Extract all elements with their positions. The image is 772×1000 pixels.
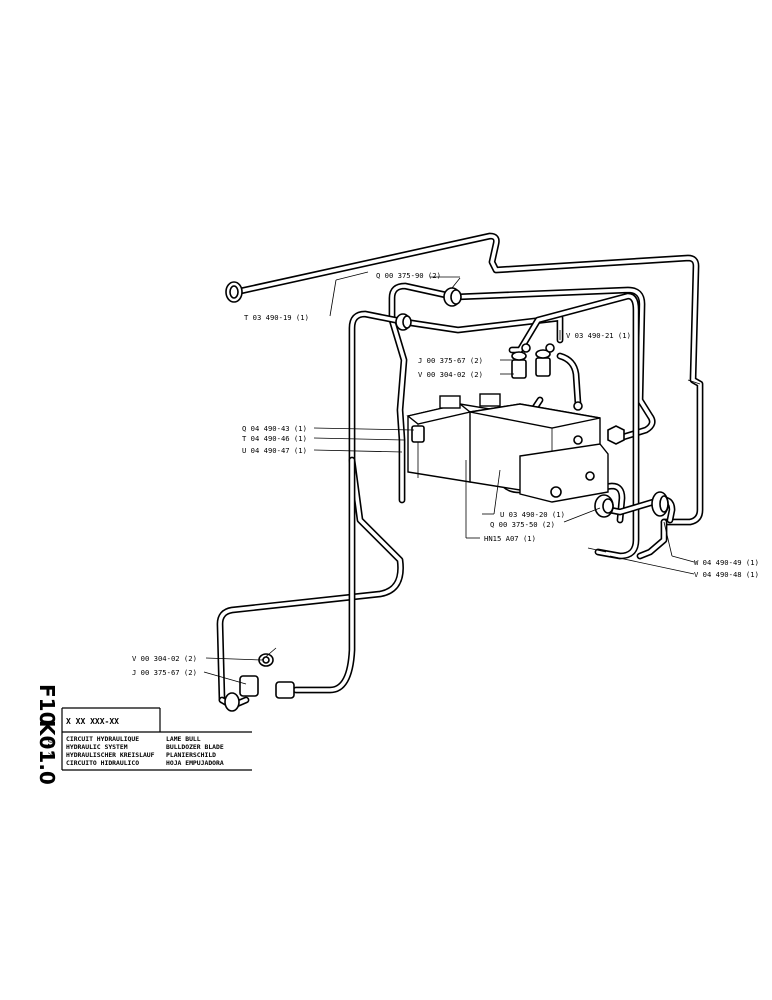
date-code: 02 %	[46, 738, 55, 759]
item-de: PLANIERSCHILD	[166, 751, 216, 759]
label-j00-375-67-bottom: J 00 375-67 (2)	[132, 668, 197, 677]
label-w04-490-49: W 04 490-49 (1)	[694, 558, 759, 567]
label-u03-490-20: U 03 490-20 (1)	[500, 510, 565, 519]
title-es: CIRCUITO HIDRAULICO	[66, 759, 139, 767]
item-fr: LAME BULL	[166, 735, 201, 743]
title-en: HYDRAULIC SYSTEM	[66, 743, 128, 751]
title-fr: CIRCUIT HYDRAULIQUE	[66, 735, 139, 743]
pipe-network	[216, 232, 704, 710]
label-v04-490-48: V 04 490-48 (1)	[694, 570, 759, 579]
label-t04-490-46: T 04 490-46 (1)	[242, 434, 307, 443]
title-codes: X XX XXX-XX	[66, 717, 119, 726]
label-q04-490-43: Q 04 490-43 (1)	[242, 424, 307, 433]
label-t03-490-19: T 03 490-19 (1)	[244, 313, 309, 322]
item-en: BULLDOZER BLADE	[166, 743, 224, 751]
label-v03-490-21: V 03 490-21 (1)	[566, 331, 631, 340]
title-block: X XX XXX-XX CIRCUIT HYDRAULIQUE LAME BUL…	[35, 684, 252, 785]
ref-sub: K01.0	[35, 720, 59, 785]
label-q00-375-50: Q 00 375-50 (2)	[490, 520, 555, 529]
valve-manifold	[406, 393, 609, 503]
label-hn15-a07: HN15 A07 (1)	[484, 534, 536, 543]
item-es: HOJA EMPUJADORA	[166, 759, 224, 767]
part-labels: T 03 490-19 (1) Q 00 375-90 (2) V 03 490…	[132, 271, 759, 677]
label-v00-304-02-bottom: V 00 304-02 (2)	[132, 654, 197, 663]
label-u04-490-47: U 04 490-47 (1)	[242, 446, 307, 455]
ref-main: F10	[35, 684, 59, 726]
leader-lines	[203, 271, 695, 685]
title-de: HYDRAULISCHER KREISLAUF	[66, 751, 155, 759]
label-v00-304-02-top: V 00 304-02 (2)	[418, 370, 483, 379]
label-q00-375-90: Q 00 375-90 (2)	[376, 271, 441, 280]
label-j00-375-67-top: J 00 375-67 (2)	[418, 356, 483, 365]
fittings	[224, 281, 701, 712]
